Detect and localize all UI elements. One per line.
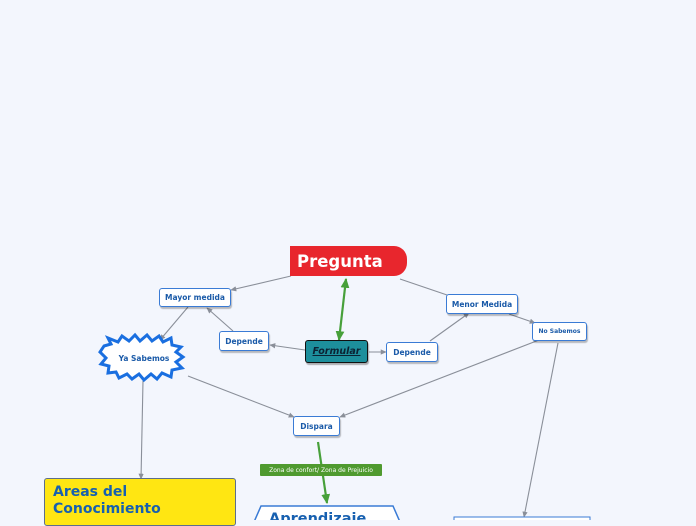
zona-confort-label: Zona de confort/ Zona de Prejuicio bbox=[269, 466, 373, 474]
areas-line-2: Conocimiento bbox=[53, 501, 161, 517]
aprendizaje-shape bbox=[254, 505, 400, 520]
link-ya-dispara bbox=[187, 375, 295, 418]
depende-left-node[interactable]: Depende bbox=[219, 331, 269, 351]
depende-right-node[interactable]: Depende bbox=[386, 342, 438, 362]
pregunta-label: Pregunta bbox=[297, 251, 383, 271]
aprendizaje-node[interactable]: Aprendizaje bbox=[255, 505, 401, 520]
areas-conocimiento-node[interactable]: Areas del Conocimiento bbox=[44, 478, 236, 526]
ya-sabemos-star-shape bbox=[98, 332, 186, 383]
formular-label: Formular bbox=[312, 346, 361, 357]
areas-conocimiento-text: Areas del Conocimiento bbox=[53, 484, 161, 518]
link-no-bottom bbox=[522, 342, 559, 518]
pregunta-node[interactable]: Pregunta bbox=[290, 246, 407, 276]
link-pregunta-menor bbox=[399, 278, 451, 297]
depende-right-label: Depende bbox=[393, 347, 431, 357]
ya-sabemos-node[interactable]: Ya Sabemos bbox=[104, 346, 184, 370]
aprendizaje-label: Aprendizaje bbox=[269, 511, 367, 520]
zona-confort-label-node[interactable]: Zona de confort/ Zona de Prejuicio bbox=[260, 464, 382, 476]
link-depende-mayor bbox=[206, 307, 234, 332]
no-sabemos-label: No Sabemos bbox=[538, 328, 581, 335]
no-sabemos-node[interactable]: No Sabemos bbox=[532, 322, 587, 341]
link-ya-areas bbox=[138, 380, 144, 480]
areas-line-1: Areas del bbox=[53, 484, 128, 500]
link-pregunta-mayor bbox=[230, 275, 292, 292]
menor-medida-node[interactable]: Menor Medida bbox=[446, 294, 518, 314]
ya-sabemos-label: Ya Sabemos bbox=[118, 353, 170, 363]
partial-node-bottom-right bbox=[453, 516, 591, 520]
mayor-medida-node[interactable]: Mayor medida bbox=[159, 288, 231, 307]
menor-medida-label: Menor Medida bbox=[451, 299, 513, 309]
formular-node[interactable]: Formular bbox=[305, 340, 368, 363]
depende-left-label: Depende bbox=[225, 336, 263, 346]
mayor-medida-label: Mayor medida bbox=[165, 293, 225, 302]
link-pregunta-formular bbox=[335, 277, 350, 342]
link-no-dispara bbox=[339, 339, 540, 418]
link-formular-depende-left bbox=[269, 343, 306, 351]
link-depende-menor bbox=[429, 312, 470, 342]
link-mayor-ya bbox=[159, 306, 189, 341]
dispara-label: Dispara bbox=[300, 421, 333, 431]
link-menor-no bbox=[508, 313, 536, 324]
dispara-node[interactable]: Dispara bbox=[293, 416, 340, 436]
